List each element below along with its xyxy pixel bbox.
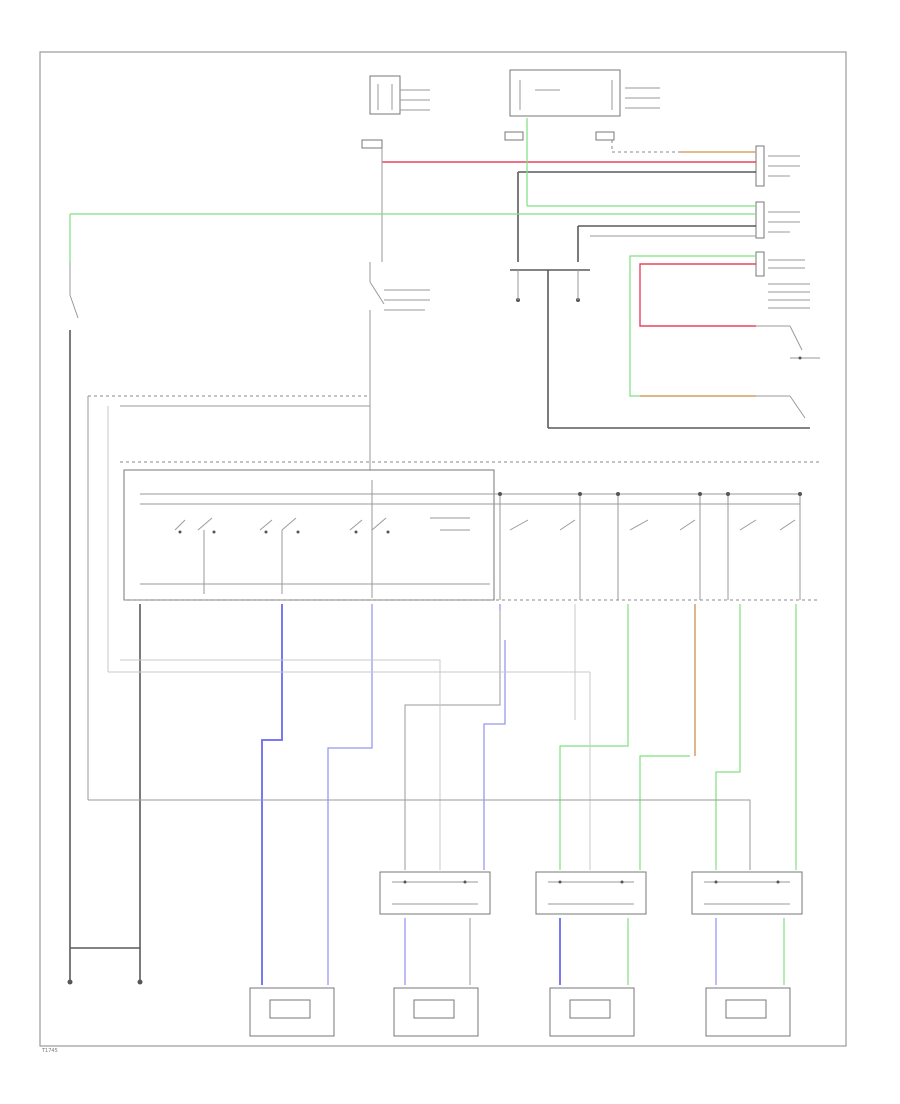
wire-light-2 [120,659,441,870]
wire-gray-a [404,604,501,870]
wire-blue-2 [327,604,373,985]
main-power-switch [369,262,430,470]
ground-left [67,947,143,985]
wire-red-loop [639,263,756,327]
wire-green-c [715,604,741,870]
window-switch-2 [259,517,300,594]
window-motor-front-right [393,987,479,1037]
wire-blue-1 [261,604,283,985]
window-switch-1 [174,517,216,594]
window-switch-module-1 [379,871,491,915]
fuse-block-right [509,69,660,117]
window-motor-rear-left [549,987,635,1037]
window-switch-module-2 [535,871,647,915]
door-window-switch-b [616,492,702,600]
junction-center-top [510,269,590,428]
door-window-switch-a [498,492,582,600]
fuse-block-left [369,75,430,115]
diagram-frame [39,51,847,1047]
window-switch-module-3 [691,871,803,915]
window-motor-rear-right [705,987,791,1037]
lock-switch [430,517,470,531]
door-window-switch-c [726,492,802,600]
wire-green-b [559,604,629,870]
wire-green-b2 [639,755,690,870]
wire-blue-3 [483,640,506,870]
left-switch-blade [69,294,79,319]
footer-code: T1745 [41,1048,58,1054]
door-switch-right-top [756,325,820,360]
window-motor-front-left [249,987,335,1037]
door-switch-right-bottom [548,395,810,429]
window-switch-3 [349,480,390,598]
fuse-connectors [361,131,615,149]
master-switch-module [123,469,495,601]
wire-gray-lower-bus [88,799,751,870]
body-control-connector [755,145,810,309]
